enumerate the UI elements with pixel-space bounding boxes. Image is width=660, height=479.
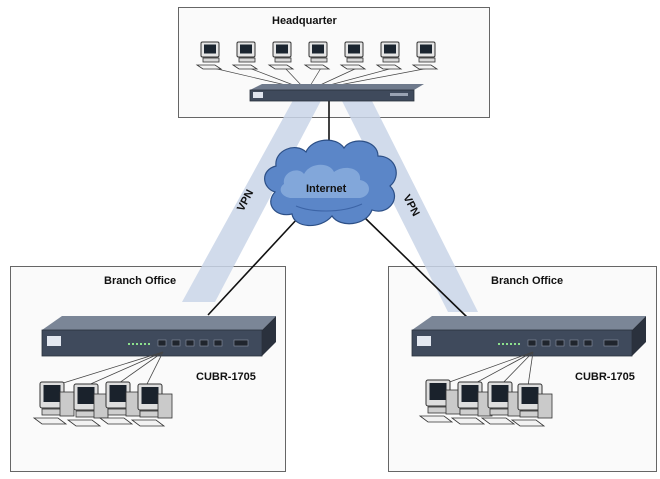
branch-left-router-icon: [41, 316, 276, 357]
link-internet-branch-left: [207, 217, 299, 316]
branch-office-right-model: CUBR-1705: [575, 371, 635, 383]
internet-cloud-icon: [264, 139, 397, 227]
branch-left-cables: [59, 351, 164, 389]
headquarter-title: Headquarter: [272, 15, 338, 27]
hq-router-icon: [249, 84, 424, 102]
branch-right-router-icon: [411, 316, 646, 357]
branch-office-right-box: [388, 266, 657, 472]
hq-cables: [212, 67, 430, 87]
vpn-tunnel-left: [182, 93, 325, 302]
branch-right-cables: [443, 351, 534, 389]
link-internet-branch-right: [364, 217, 471, 321]
internet-label: Internet: [306, 183, 347, 195]
branch-office-left-box: [10, 266, 286, 472]
branch-office-left-model: CUBR-1705: [196, 371, 256, 383]
branch-office-right-title: Branch Office: [491, 275, 563, 287]
branch-office-left-title: Branch Office: [104, 275, 176, 287]
